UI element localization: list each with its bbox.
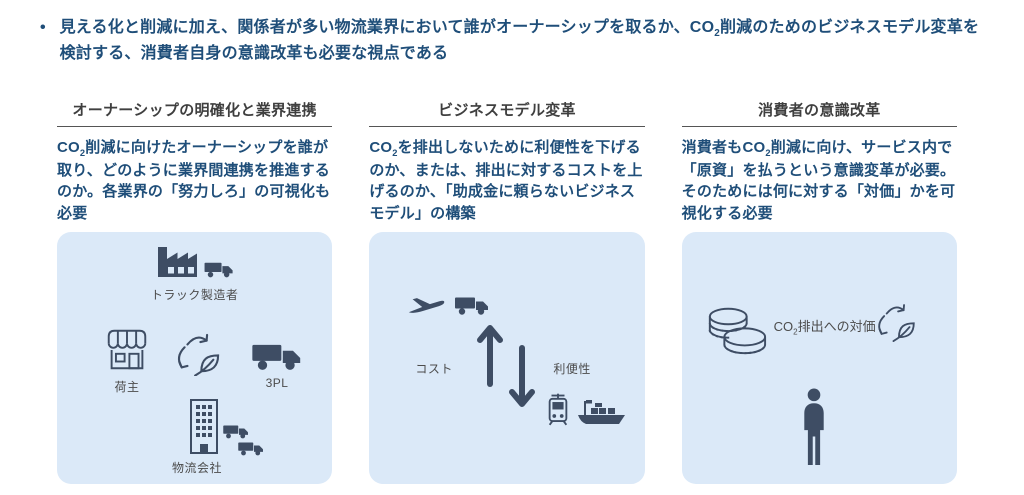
column-business-model-body: CO2を排出しないために利便性を下げるのか、または、排出に対するコストを上げるの… [369, 137, 644, 224]
office-building-icon [190, 398, 218, 454]
truck-icon [455, 297, 489, 315]
cargo-ship-icon [578, 399, 626, 424]
co2-subscript: 2 [714, 28, 720, 40]
cost-label: コスト [415, 361, 453, 376]
key-message-text: 見える化と削減に加え、関係者が多い物流業界において誰がオーナーシップを取るか、C… [60, 16, 990, 65]
co2-compensation-caption: CO2排出への対価 [774, 316, 876, 337]
logistics-company-label: 物流会社 [171, 460, 222, 475]
truck-maker-group: トラック製造者 [57, 244, 332, 303]
column-consumer-mindset-body: 消費者もCO2削減に向け、サービス内で「原資」を払うという意識変革が必要。そのた… [682, 137, 957, 224]
tram-icon [549, 393, 568, 426]
bullet-marker: • [40, 19, 46, 36]
column-ownership-header: オーナーシップの明確化と業界連携 [57, 99, 333, 127]
convenience-label: 利便性 [553, 361, 591, 376]
airplane-icon [409, 297, 445, 313]
caption-pre: CO [773, 318, 794, 334]
truck-maker-label: トラック製造者 [150, 287, 239, 302]
column-ownership: オーナーシップの明確化と業界連携 CO2削減に向けたオーナーシップを誰が取り、ど… [57, 99, 333, 484]
body-pre: CO [57, 138, 80, 156]
body-pre: CO [369, 138, 393, 156]
factory-icon [158, 246, 198, 277]
co2-subscript: 2 [392, 147, 398, 158]
key-message-post: 削減のためのビジネスモデル変革を検討する、消費者自身の意識改革も必要な視点である [59, 19, 980, 62]
fast-transport-group [407, 294, 489, 317]
body-post: 削減に向けたオーナーシップを誰が取り、どのように業界間連携を推進するのか。各業界… [57, 138, 331, 222]
key-message: • 見える化と削減に加え、関係者が多い物流業界において誰がオーナーシップを取るか… [40, 16, 994, 65]
co2-subscript: 2 [765, 147, 771, 158]
coins-icon [708, 307, 766, 354]
recycle-leaf-icon [177, 333, 220, 376]
storefront-icon [107, 329, 147, 370]
column-consumer-mindset: 消費者の意識改革 消費者もCO2削減に向け、サービス内で「原資」を払うという意識… [681, 99, 957, 484]
column-ownership-body: CO2削減に向けたオーナーシップを誰が取り、どのように業界間連携を推進するのか。… [57, 137, 332, 224]
body-post: 削減に向け、サービス内で「原資」を払うという意識変革が必要。そのためには何に対す… [681, 138, 956, 222]
arrow-down-icon [509, 344, 536, 407]
truck-icon [238, 442, 263, 456]
column-business-model: ビジネスモデル変革 CO2を排出しないために利便性を下げるのか、または、排出に対… [369, 99, 645, 484]
person-icon [803, 388, 824, 465]
three-column-layout: オーナーシップの明確化と業界連携 CO2削減に向けたオーナーシップを誰が取り、ど… [57, 99, 957, 484]
recycle-leaf-icon [877, 303, 915, 342]
key-message-pre: 見える化と削減に加え、関係者が多い物流業界において誰がオーナーシップを取るか、C… [59, 19, 715, 36]
column-business-model-header: ビジネスモデル変革 [369, 99, 645, 127]
arrow-up-icon [477, 324, 504, 387]
shipper-label: 荷主 [114, 379, 140, 394]
column-consumer-mindset-header: 消費者の意識改革 [681, 99, 957, 127]
shipper-group: 荷主 [99, 324, 155, 395]
caption-post: 排出への対価 [797, 318, 876, 334]
co2-subscript: 2 [793, 327, 798, 337]
business-model-illustration-panel: コスト 利便性 [369, 231, 645, 484]
truck-icon [252, 344, 301, 370]
consumer-illustration-panel: CO2排出への対価 [681, 231, 957, 484]
truck-icon [204, 262, 233, 278]
truck-icon [223, 425, 248, 439]
body-pre: 消費者もCO [681, 138, 766, 156]
tpl-label: 3PL [265, 375, 289, 390]
co2-subscript: 2 [79, 147, 86, 158]
ownership-illustration-panel: トラック製造者 荷主 [57, 231, 333, 484]
body-post: を排出しないために利便性を下げるのか、または、排出に対するコストを上げるのか、「… [369, 138, 643, 222]
tpl-group: 3PL [249, 342, 305, 390]
